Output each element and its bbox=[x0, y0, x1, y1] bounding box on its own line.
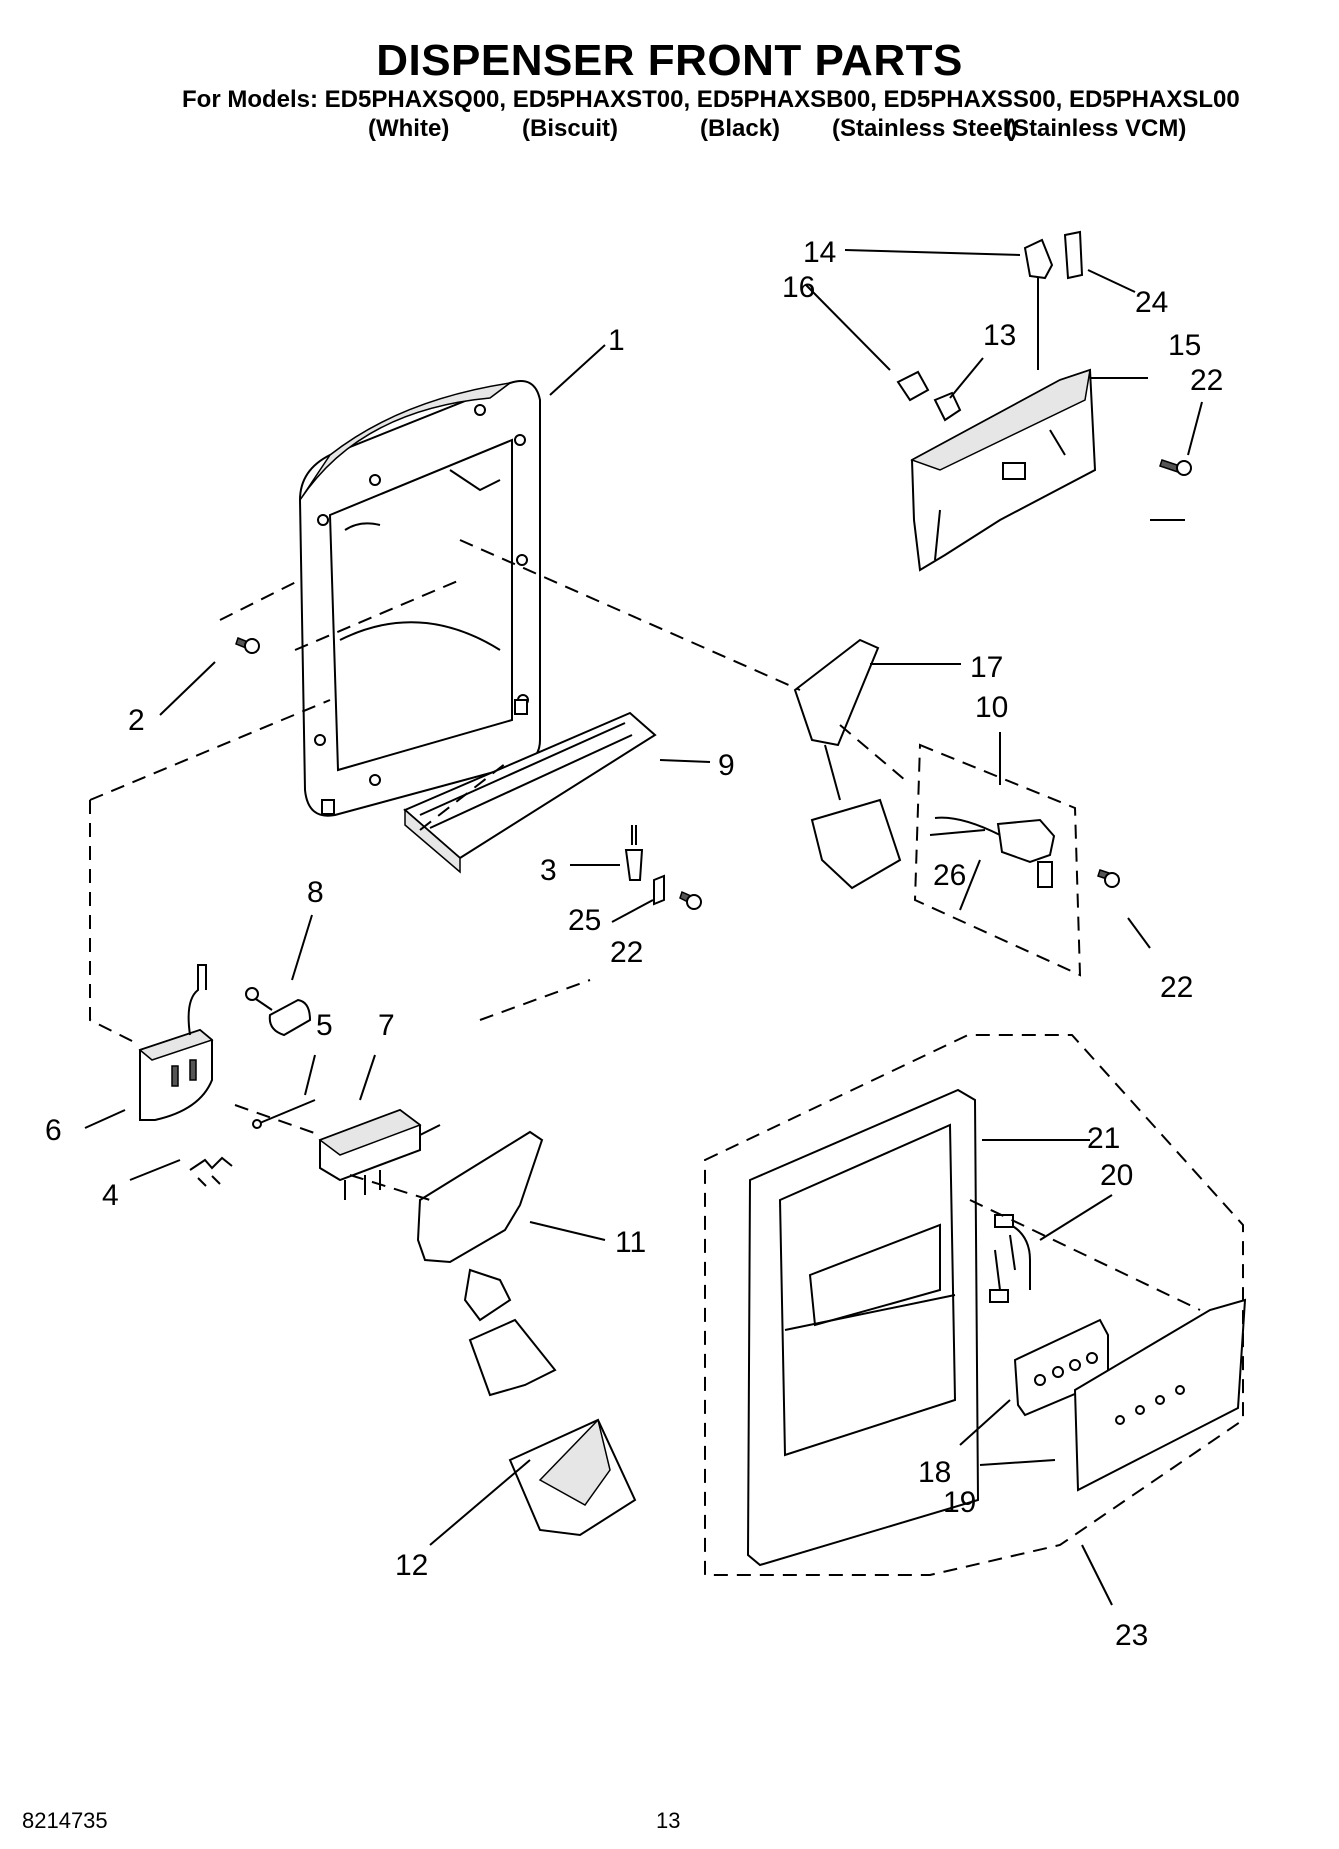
part-9-drip-tray bbox=[403, 711, 657, 874]
part-2-screw bbox=[235, 637, 260, 654]
part-4-spring bbox=[189, 1156, 233, 1187]
part-16-lamp bbox=[896, 370, 930, 402]
callout-11: 11 bbox=[615, 1226, 646, 1259]
group-10-outline bbox=[913, 743, 1082, 977]
color-stainless-steel: (Stainless Steel) bbox=[832, 115, 1018, 142]
page-title: DISPENSER FRONT PARTS bbox=[376, 36, 963, 85]
part-12-funnel bbox=[508, 1418, 637, 1537]
part-24-gasket bbox=[1063, 230, 1084, 280]
assembly-lines bbox=[89, 539, 1201, 1311]
part-5-rod bbox=[252, 1099, 316, 1129]
callout-1: 1 bbox=[608, 324, 625, 357]
callout-19: 19 bbox=[943, 1486, 976, 1519]
part-7-solenoid bbox=[318, 1108, 441, 1200]
callout-16: 16 bbox=[782, 271, 815, 304]
models-line: For Models: ED5PHAXSQ00, ED5PHAXST00, ED… bbox=[182, 86, 1240, 113]
callout-22-right: 22 bbox=[1160, 971, 1193, 1004]
callout-8: 8 bbox=[307, 876, 324, 909]
callout-6: 6 bbox=[45, 1114, 62, 1147]
page-number: 13 bbox=[656, 1808, 681, 1833]
part-22-screw-right bbox=[1097, 869, 1120, 888]
part-3-spring bbox=[624, 825, 702, 910]
callout-25: 25 bbox=[568, 904, 601, 937]
callout-21: 21 bbox=[1087, 1122, 1120, 1155]
callout-18: 18 bbox=[918, 1456, 951, 1489]
group-23-outline bbox=[704, 1034, 1244, 1576]
part-14-clip bbox=[1023, 238, 1054, 370]
part-20-harness bbox=[989, 1214, 1031, 1303]
part-15-bracket bbox=[910, 368, 1097, 572]
callout-20: 20 bbox=[1100, 1159, 1133, 1192]
color-biscuit: (Biscuit) bbox=[522, 115, 618, 142]
callout-10: 10 bbox=[975, 691, 1008, 724]
callout-12: 12 bbox=[395, 1549, 428, 1582]
callout-7: 7 bbox=[378, 1009, 395, 1042]
part-21-frame bbox=[746, 1088, 980, 1567]
color-stainless-vcm: (Stainless VCM) bbox=[1005, 115, 1187, 142]
callout-24: 24 bbox=[1135, 286, 1168, 319]
part-13-socket bbox=[933, 391, 962, 422]
callout-15: 15 bbox=[1168, 329, 1201, 362]
callout-26: 26 bbox=[933, 859, 966, 892]
callout-2: 2 bbox=[128, 704, 145, 737]
callout-13: 13 bbox=[983, 319, 1016, 352]
callout-3: 3 bbox=[540, 854, 557, 887]
callout-14: 14 bbox=[803, 236, 836, 269]
part-22-screw-top bbox=[1159, 459, 1192, 476]
part-17-actuator bbox=[793, 638, 902, 890]
part-1-housing bbox=[298, 380, 541, 817]
callout-22-top: 22 bbox=[1190, 364, 1223, 397]
color-white: (White) bbox=[368, 115, 450, 142]
callout-labels: 1 2 3 4 5 6 7 8 9 10 11 12 13 14 15 16 1… bbox=[45, 236, 1223, 1652]
part-19-faceplate bbox=[1073, 1298, 1247, 1492]
part-8-motor bbox=[245, 987, 312, 1037]
callout-4: 4 bbox=[102, 1179, 119, 1212]
callout-22-middle: 22 bbox=[610, 936, 643, 969]
part-26-switch bbox=[934, 816, 1056, 888]
callout-17: 17 bbox=[970, 651, 1003, 684]
doc-number: 8214735 bbox=[22, 1808, 108, 1833]
callout-23: 23 bbox=[1115, 1619, 1148, 1652]
callout-5: 5 bbox=[316, 1009, 333, 1042]
part-6-module bbox=[138, 964, 214, 1121]
leader-lines bbox=[84, 249, 1203, 1606]
callout-9: 9 bbox=[718, 749, 735, 782]
part-11-lever bbox=[416, 1130, 557, 1397]
color-black: (Black) bbox=[700, 115, 781, 142]
